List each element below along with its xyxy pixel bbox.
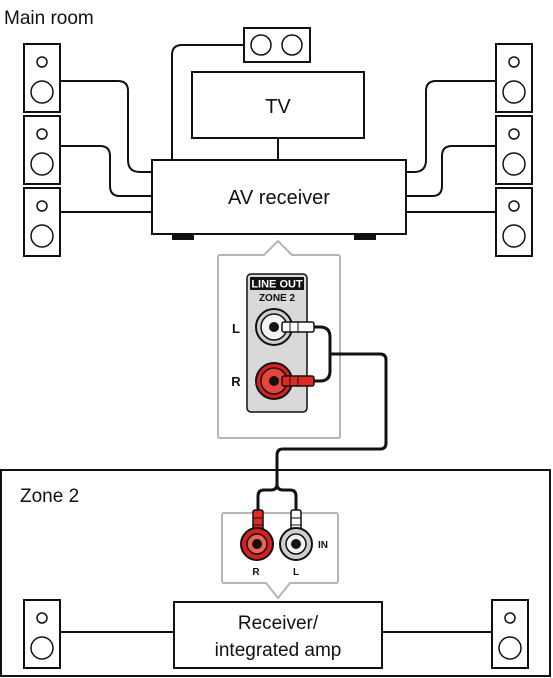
center-speaker-wire [171,44,244,160]
speaker-rear-right [495,187,533,257]
zone2-input-callout [221,512,339,600]
speaker-front-left [23,43,61,113]
line-out-left-label: L [232,321,240,336]
line-out-title-bg [250,277,304,290]
zone2-cable-red-branch [256,483,279,512]
speaker-side-right [495,115,533,185]
speaker-rear-left [23,187,61,257]
zone2-cable [275,352,388,484]
av-receiver: AV receiver [151,159,407,240]
tv: TV [191,71,365,139]
speaker-center [243,27,311,63]
line-out-right-plug [281,375,315,387]
zone2-amplifier: Receiver/ integrated amp [173,601,383,669]
left-speaker-wires [60,80,152,213]
zone2-title: Zone 2 [20,486,79,507]
zone2-right-jack [240,527,274,561]
speaker-side-left [23,115,61,185]
zone2-left-label: L [293,567,299,578]
zone2-speaker-right [491,599,529,669]
zone2-left-jack [279,527,313,561]
zone2-input-label: IN [318,540,328,551]
zone2-speaker-left [23,599,61,669]
line-out-title: LINE OUT [251,279,303,291]
line-out-right-label: R [231,374,241,389]
av-receiver-label: AV receiver [228,187,330,209]
main-room-title: Main room [4,8,94,29]
line-out-left-plug [281,321,315,333]
zone2-cable-white-branch [275,483,298,512]
right-speaker-wires [406,80,496,213]
zone2-frame [0,469,551,677]
zone2-right-label: R [252,567,260,578]
zone2-amp-label-line2: integrated amp [215,640,342,661]
line-out-right-jack [255,362,293,400]
zone2-amp-label-line1: Receiver/ [238,613,319,634]
line-out-subtitle: ZONE 2 [259,293,296,304]
speaker-front-right [495,43,533,113]
tv-label: TV [265,96,291,118]
